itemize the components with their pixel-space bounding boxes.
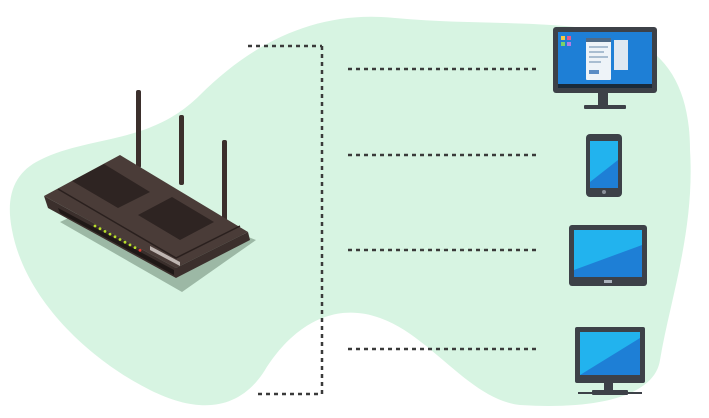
app-window-row xyxy=(589,56,608,58)
tv-logo xyxy=(604,280,612,283)
computer-stand-neck xyxy=(604,381,613,391)
app-window xyxy=(586,38,611,80)
tv-screen-glare xyxy=(574,230,642,270)
router-side xyxy=(176,232,250,278)
monitor-taskbar xyxy=(558,84,652,88)
router-status-led xyxy=(118,238,122,241)
connector-lines xyxy=(248,44,538,396)
router-status-led xyxy=(113,235,117,239)
router-front-panel xyxy=(58,208,174,275)
desktop-app-icon-4 xyxy=(567,42,571,46)
router-status-led xyxy=(133,246,137,250)
desktop-app-icon-1 xyxy=(561,36,565,40)
app-window-row xyxy=(589,51,604,53)
router-label-plate xyxy=(150,246,180,266)
tablet-home-button xyxy=(602,190,606,194)
desktop-app-icon-3 xyxy=(561,42,565,46)
tablet-icon xyxy=(586,134,622,197)
router-status-led xyxy=(123,240,127,244)
router-antenna-left xyxy=(136,90,141,168)
app-window-row xyxy=(589,61,601,63)
background-blob xyxy=(9,16,691,406)
app-window-panel xyxy=(614,40,628,70)
router-status-led xyxy=(98,227,102,231)
monitor-stand-neck xyxy=(598,92,608,106)
router-alert-led xyxy=(138,248,142,252)
wifi-router-icon xyxy=(44,90,256,292)
monitor-stand-base xyxy=(584,105,626,109)
computer-screen-shade xyxy=(580,338,640,375)
router-seam xyxy=(57,188,241,259)
app-window-row xyxy=(589,46,608,48)
tablet-screen-glare xyxy=(590,141,618,182)
router-status-led xyxy=(108,232,112,236)
router-antenna-middle xyxy=(179,115,184,185)
router-status-led xyxy=(128,243,132,247)
router-status-led xyxy=(103,230,107,233)
app-window-button xyxy=(589,70,599,74)
router-status-leds xyxy=(93,224,142,252)
desktop-monitor-icon xyxy=(553,27,657,109)
router-status-led xyxy=(93,224,97,228)
router-ridge-2 xyxy=(138,197,214,240)
wall-monitor-icon xyxy=(569,225,647,286)
desktop-computer-icon xyxy=(575,327,645,395)
desktop-app-icon-2 xyxy=(567,36,571,40)
app-window-titlebar xyxy=(586,38,611,42)
router-antenna-right xyxy=(222,140,227,225)
computer-stand-base xyxy=(592,390,628,395)
router-ridge-1 xyxy=(72,164,150,208)
